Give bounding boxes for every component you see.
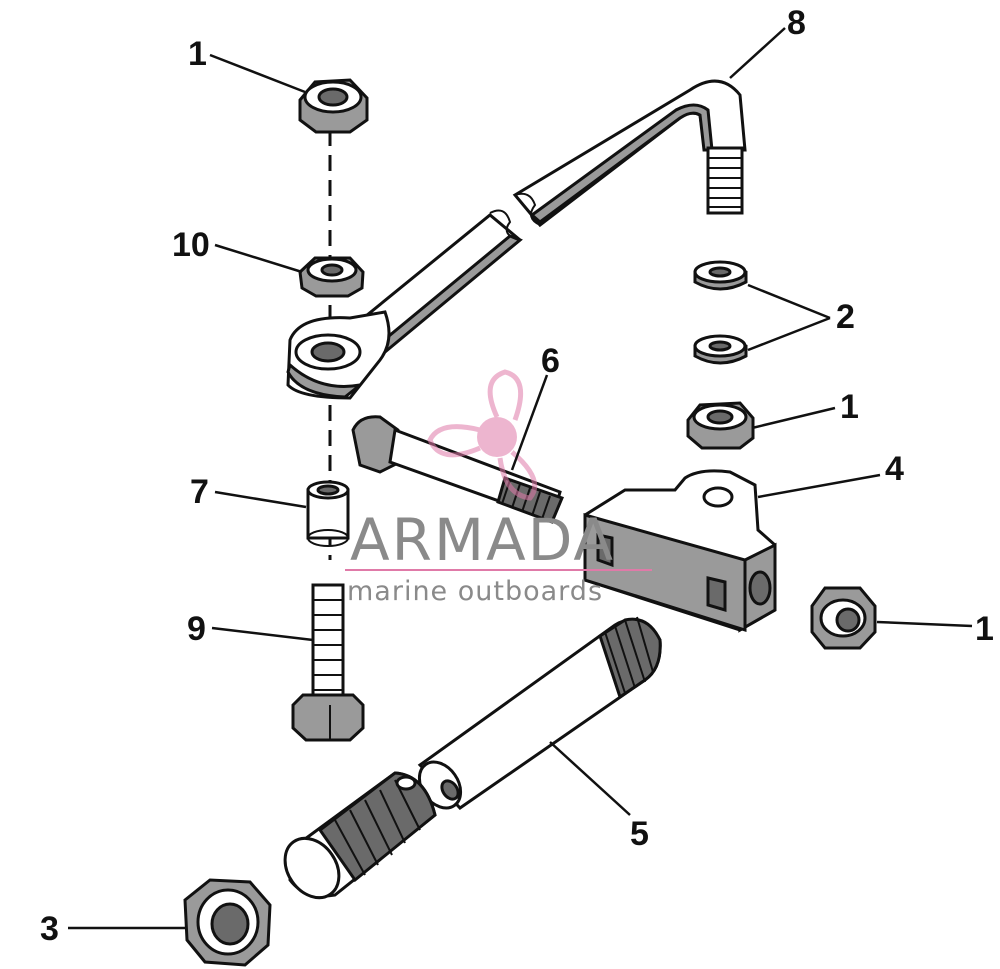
lock-nut-right-part-1 [810,586,877,650]
watermark-logo [427,369,537,501]
callout-1-right: 1 [975,610,994,648]
callout-10: 10 [172,226,210,264]
callout-3: 3 [40,910,59,948]
leader-1-mid [751,406,836,430]
lock-nut-top-part-1 [298,78,369,134]
leader-1-top [209,53,306,94]
steering-rod-part-8 [286,79,747,400]
callout-9: 9 [187,610,206,648]
watermark-title: ARMADA [350,506,615,574]
lock-nut-mid-part-1 [686,401,755,450]
washer-part-10 [298,256,365,298]
leader-2a [747,283,831,320]
callout-2: 2 [836,298,855,336]
tube-part-5 [283,616,662,900]
callout-1-mid: 1 [840,388,859,426]
leader-6 [510,374,549,471]
callout-6: 6 [541,342,560,380]
callout-1-top: 1 [188,35,207,73]
leader-7 [214,490,307,509]
callout-8: 8 [787,4,806,42]
washers-part-2 [693,260,748,365]
bracket-part-4 [583,469,777,633]
leader-4 [757,473,881,499]
leader-9 [211,626,314,642]
hex-nut-part-3 [183,878,272,967]
callout-5: 5 [630,815,649,853]
callout-7: 7 [190,473,209,511]
bolt-part-9 [291,583,365,742]
spacer-sleeve-part-7 [306,480,350,547]
leader-1-right [876,620,973,628]
callout-4: 4 [885,450,904,488]
leader-10 [214,243,303,274]
watermark-subtitle: marine outboards [347,576,603,607]
leader-8 [729,27,786,79]
leader-2b [747,316,831,352]
leader-5 [549,741,631,816]
